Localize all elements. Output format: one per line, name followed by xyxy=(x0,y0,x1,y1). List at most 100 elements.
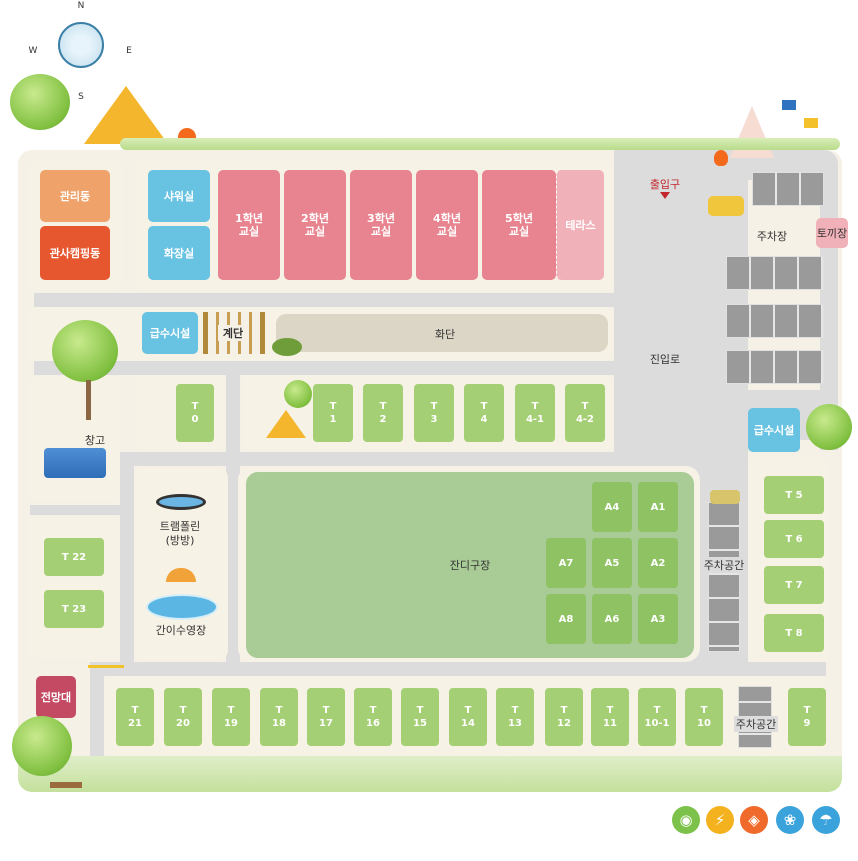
tree-icon xyxy=(10,74,70,130)
classroom-2[interactable]: 2학년 교실 xyxy=(284,170,346,280)
lawn-label: 잔디구장 xyxy=(449,559,491,572)
parking-space-1-top[interactable] xyxy=(708,502,740,652)
tree-icon xyxy=(52,320,118,382)
road-stair-vertical xyxy=(226,307,240,697)
classroom-4[interactable]: 4학년 교실 xyxy=(416,170,478,280)
classroom-1[interactable]: 1학년 교실 xyxy=(218,170,280,280)
toilet-room[interactable]: 화장실 xyxy=(148,226,210,280)
parking-space-2-label: 주차공간 xyxy=(734,716,778,732)
teepee-icon xyxy=(730,106,774,158)
compass-s: S xyxy=(78,92,84,102)
site-bottom-9[interactable]: T 13 xyxy=(496,688,534,746)
compass-e: E xyxy=(126,46,132,56)
site-a4[interactable]: A4 xyxy=(592,482,632,532)
warehouse-icon xyxy=(44,448,106,478)
bicycle-icon xyxy=(88,644,124,668)
road-mid-horizontal xyxy=(34,361,614,375)
site-a6[interactable]: A6 xyxy=(592,594,632,644)
warehouse-label: 창고 xyxy=(84,434,106,447)
parking-lot-row1[interactable] xyxy=(752,172,824,206)
site-t4[interactable]: T 4 xyxy=(464,384,504,442)
road-left-connector xyxy=(30,505,126,515)
tree-icon xyxy=(806,404,852,450)
entrance-arrow-icon xyxy=(660,192,670,199)
compass-icon xyxy=(58,22,104,68)
site-t6[interactable]: T 6 xyxy=(764,520,824,558)
site-bottom-1[interactable]: T 21 xyxy=(116,688,154,746)
shower-icon: ☂ xyxy=(812,806,840,834)
terrace[interactable]: 테라스 xyxy=(556,170,604,280)
site-bottom-7[interactable]: T 15 xyxy=(401,688,439,746)
site-t22[interactable]: T 22 xyxy=(44,538,104,576)
site-bottom-5[interactable]: T 17 xyxy=(307,688,345,746)
bench-icon xyxy=(50,782,82,788)
site-t2[interactable]: T 2 xyxy=(363,384,403,442)
site-t1[interactable]: T 1 xyxy=(313,384,353,442)
site-bottom-3[interactable]: T 19 xyxy=(212,688,250,746)
warehouse-area xyxy=(28,376,120,502)
parking-lot-row4[interactable] xyxy=(726,350,824,384)
site-t7[interactable]: T 7 xyxy=(764,566,824,604)
site-a3[interactable]: A3 xyxy=(638,594,678,644)
water-facility-1[interactable]: 급수시설 xyxy=(142,312,198,354)
classroom-5[interactable]: 5학년 교실 xyxy=(482,170,556,280)
bus-icon xyxy=(710,490,740,504)
parking-lot-row3[interactable] xyxy=(726,304,824,338)
shower-room[interactable]: 샤워실 xyxy=(148,170,210,222)
rabbit-hutch[interactable]: 토끼장 xyxy=(816,218,848,248)
site-a2[interactable]: A2 xyxy=(638,538,678,588)
site-bottom-12[interactable]: T 10-1 xyxy=(638,688,676,746)
washing-icon: ❀ xyxy=(776,806,804,834)
flag-icon xyxy=(804,118,818,128)
grass-strip xyxy=(120,138,840,150)
site-a7[interactable]: A7 xyxy=(546,538,586,588)
site-bottom-10[interactable]: T 12 xyxy=(545,688,583,746)
site-t9[interactable]: T 9 xyxy=(788,688,826,746)
bus-icon xyxy=(708,196,744,216)
road-left-vertical xyxy=(120,452,134,662)
parking-label: 주차장 xyxy=(756,230,788,243)
tree-trunk xyxy=(86,380,91,420)
site-bottom-2[interactable]: T 20 xyxy=(164,688,202,746)
site-t5[interactable]: T 5 xyxy=(764,476,824,514)
tree-icon xyxy=(284,380,312,408)
office-building[interactable]: 관리동 xyxy=(40,170,110,222)
site-a1[interactable]: A1 xyxy=(638,482,678,532)
flowerbed-label: 화단 xyxy=(434,328,456,341)
site-t4-1[interactable]: T 4-1 xyxy=(515,384,555,442)
site-t23[interactable]: T 23 xyxy=(44,590,104,628)
approach-road-label: 진입로 xyxy=(649,353,681,366)
lookout-tower[interactable]: 전망대 xyxy=(36,676,76,718)
site-bottom-6[interactable]: T 16 xyxy=(354,688,392,746)
parking-lot-row2[interactable] xyxy=(726,256,824,290)
site-a8[interactable]: A8 xyxy=(546,594,586,644)
tent-icon xyxy=(266,410,306,438)
site-t4-2[interactable]: T 4-2 xyxy=(565,384,605,442)
compass-w: W xyxy=(28,46,38,56)
site-t0[interactable]: T 0 xyxy=(176,384,214,442)
site-bottom-11[interactable]: T 11 xyxy=(591,688,629,746)
flowerbed[interactable] xyxy=(276,314,608,352)
road-top-horizontal xyxy=(34,293,614,307)
water-tap-icon: ◈ xyxy=(740,806,768,834)
classroom-3[interactable]: 3학년 교실 xyxy=(350,170,412,280)
power-icon: ⚡ xyxy=(706,806,734,834)
water-facility-2[interactable]: 급수시설 xyxy=(748,408,800,452)
site-t8[interactable]: T 8 xyxy=(764,614,824,652)
parasol-icon xyxy=(166,568,196,582)
site-bottom-13[interactable]: T 10 xyxy=(685,688,723,746)
stairs-label: 계단 xyxy=(218,325,248,341)
site-bottom-4[interactable]: T 18 xyxy=(260,688,298,746)
site-a5[interactable]: A5 xyxy=(592,538,632,588)
tree-icon xyxy=(12,716,72,776)
road-lower-horizontal xyxy=(120,452,620,466)
tent-icon xyxy=(84,86,168,144)
site-bottom-8[interactable]: T 14 xyxy=(449,688,487,746)
camping-hall-building[interactable]: 관사캠핑동 xyxy=(40,226,110,280)
site-t3[interactable]: T 3 xyxy=(414,384,454,442)
road-bottom-left-vertical xyxy=(90,662,104,762)
pool-icon xyxy=(146,594,218,620)
pool-label: 간이수영장 xyxy=(155,624,207,637)
flag-icon xyxy=(782,100,796,110)
campfire-icon xyxy=(714,150,728,166)
